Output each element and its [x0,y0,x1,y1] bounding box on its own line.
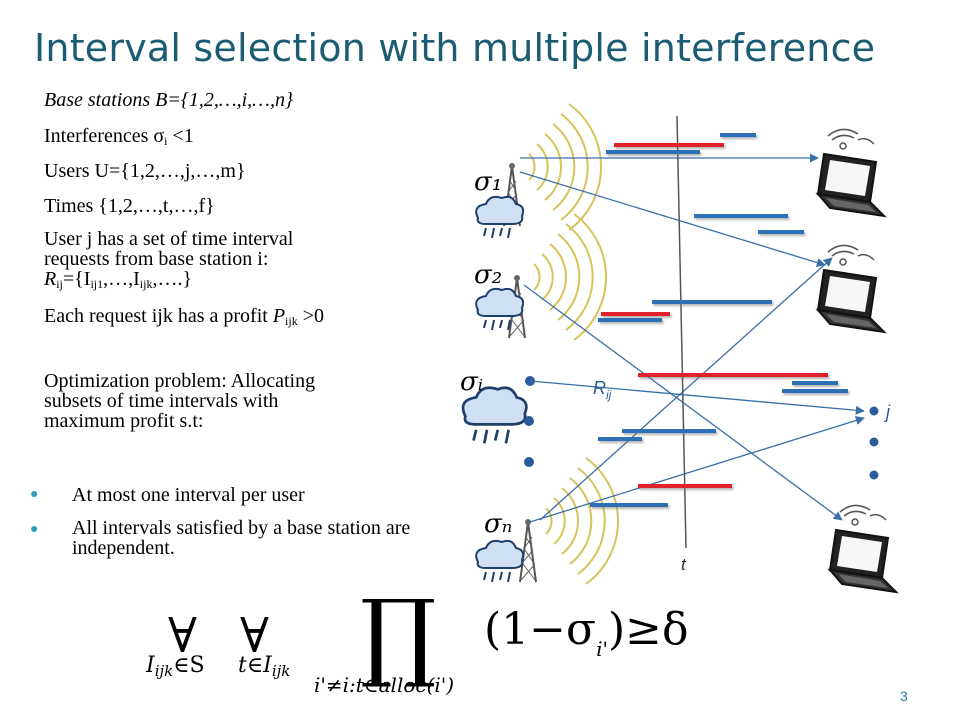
product-symbol: ∏ [360,579,436,691]
r-prefix: R [44,268,57,290]
arrow [529,380,865,415]
sigma-n-label: σₙ [484,509,512,539]
j-label: j [883,402,891,422]
t-label: t [681,555,687,574]
optimization-line3: maximum profit s.t: [44,410,204,432]
line-users: Users U={1,2,…,j,…,m} [44,159,464,183]
base-station-i [461,376,535,467]
users-text: Users U={1,2,…,j,…,m} [44,160,246,182]
formula-factor: (1−σi')≥δ [484,604,689,661]
sub2-a: t∈I [238,653,273,678]
profit-text: Each request ijk has a profit [44,305,273,327]
assignment-arrows [519,153,865,523]
r-sub-ijk: ijk [139,277,153,291]
interval-bars [590,133,848,507]
profit-rest: >0 [297,305,324,327]
arrow [539,257,833,521]
sub1-a: I [145,653,156,678]
sub1-c: ∈S [173,653,204,678]
interferences-sigma: σ [153,125,165,147]
r-ij-label: Rij [593,378,612,402]
r-set-c: ,….} [152,268,193,290]
bullet-item-1: At most one interval per user [72,484,305,506]
signal-waves-icon [545,457,620,585]
arrow [519,171,826,267]
times-text: Times {1,2,…,t,…,f} [44,195,215,217]
line-profit: Each request ijk has a profit Pijk >0 [44,304,464,328]
factor-sub: i' [596,637,608,661]
r-set-line: Rij={Iij1,…,Iijk,….} [44,268,490,291]
line-times: Times {1,2,…,t,…,f} [44,194,464,218]
sigma-1-label: σ₁ [474,167,502,197]
optimization-line1: Optimization problem: Allocating [44,370,316,392]
signal-waves-icon [533,213,608,341]
base-stations-text: Base stations B={1,2,…,i,…,n} [44,89,293,111]
profit-p: P [272,305,286,327]
forall-symbol-2: ∀ [240,608,269,664]
r-label: R [593,378,606,398]
profit-sub: ijk [285,314,298,328]
line-optimization: Optimization problem: Allocating subsets… [44,371,490,431]
line-user-requests: User j has a set of time interval reques… [44,228,490,291]
ellipsis-dot [524,457,534,467]
ellipsis-dot [869,470,879,480]
ellipsis-dot [869,437,879,447]
r-set-b: ,…,I [103,268,140,290]
interferences-label: Interferences [44,125,154,147]
arrow [529,416,865,523]
forall-sub-2: t∈Iijk [238,653,290,680]
page-number: 3 [900,688,908,704]
constraint-formula: ∀ Iijk∈S ∀ t∈Iijk ∏ i'≠i:t∈alloc(i') (1−… [145,579,689,697]
bullet-item-2: All intervals satisfied by a base statio… [72,517,411,559]
interference-cloud-icon [475,195,525,239]
slide-title: Interval selection with multiple interfe… [34,26,876,70]
forall-sub-1: Iijk∈S [145,653,205,680]
optimization-line2: subsets of time intervals with [44,390,279,412]
r-sub-ij: ij [56,277,63,291]
signal-waves-icon [528,103,603,231]
bullet-dot-1: ● [30,487,39,502]
user-requests-line1: User j has a set of time interval [44,228,294,250]
interference-cloud-icon [475,539,525,583]
formula-rhs: )≥δ [608,604,689,655]
interferences-sub: i [164,134,168,148]
line-base-stations: Base stations B={1,2,…,i,…,n} [44,88,464,112]
product-subscript: i'≠i:t∈alloc(i') [314,673,454,697]
r-set-a: ={I [62,268,91,290]
laptop-icon-user-1 [817,128,885,217]
interference-cloud-icon [475,287,525,331]
factor-text: (1−σ [484,604,596,655]
sub2-b: ijk [272,662,291,680]
user-j-dot [869,406,879,416]
sub1-b: ijk [155,662,174,680]
sigma-2-label: σ₂ [474,260,502,290]
r-sub-ij1: ij1 [90,277,104,291]
line-interferences: Interferences σi <1 [44,124,464,148]
r-sub: ij [606,388,612,402]
interferences-rest: <1 [167,125,194,147]
laptop-icon-user-2 [817,244,885,333]
forall-symbol-1: ∀ [168,608,197,664]
user-requests-line2: requests from base station i: [44,248,269,270]
time-line [676,115,687,549]
ellipsis-dot [524,416,534,426]
bullet-dot-2: ● [30,522,39,537]
sigma-i-label: σᵢ [460,367,483,397]
